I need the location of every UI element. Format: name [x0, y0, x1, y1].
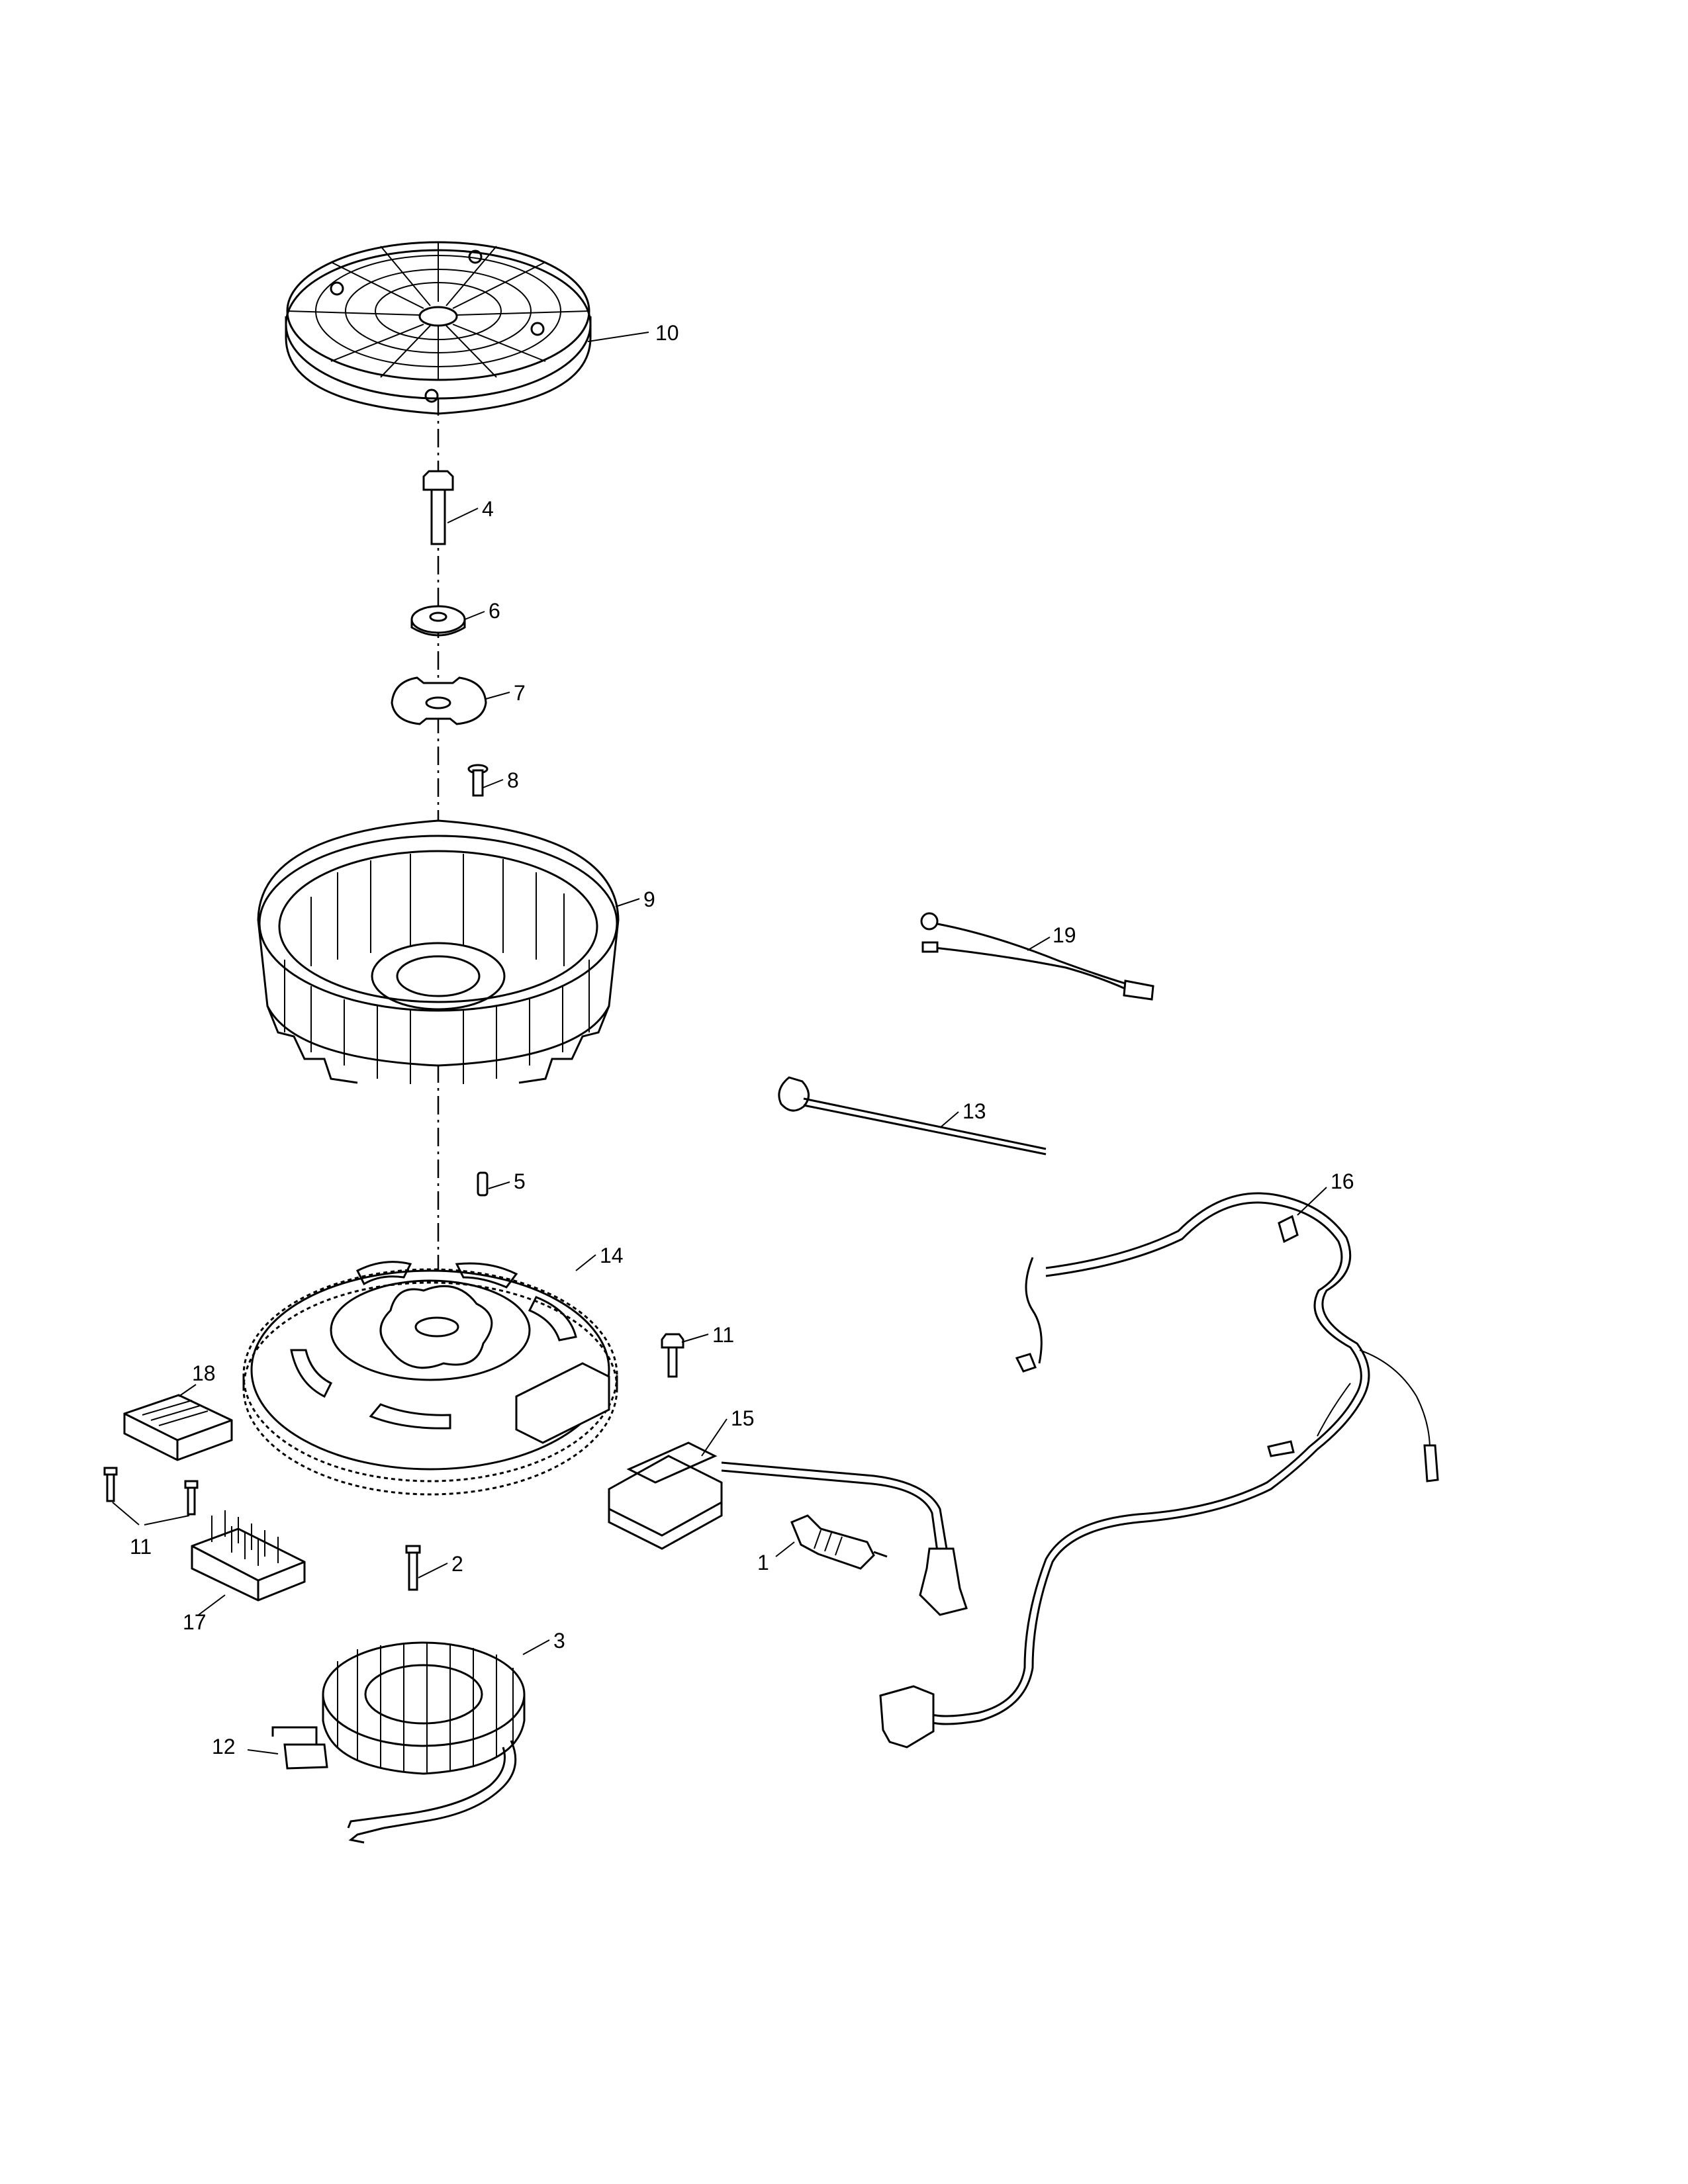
callout-12: 12 [212, 1735, 236, 1758]
part-11-screws-left [103, 1467, 199, 1516]
part-5-key [477, 1171, 489, 1197]
part-15-ignition-module [608, 1441, 968, 1616]
callout-10: 10 [655, 321, 679, 345]
part-12-clip [271, 1726, 328, 1770]
part-2-screw [405, 1545, 421, 1591]
part-9-fan [257, 819, 620, 1084]
part-16-wire-harness [879, 1192, 1439, 1749]
part-1-spark-plug [790, 1514, 888, 1570]
part-17-regulator [191, 1510, 306, 1602]
part-14-flywheel [242, 1261, 618, 1496]
callout-7: 7 [514, 681, 526, 705]
callout-17: 17 [183, 1610, 207, 1634]
callout-5: 5 [514, 1169, 526, 1193]
part-19-ground-wire [920, 912, 1154, 1001]
callout-2: 2 [451, 1552, 463, 1576]
callout-9: 9 [643, 887, 655, 911]
part-11-screw-right [661, 1333, 684, 1378]
callout-1: 1 [757, 1551, 769, 1574]
part-6-washer [410, 605, 466, 637]
part-3-stator [322, 1641, 526, 1844]
part-13-cable-tie [778, 1076, 1047, 1156]
callout-6: 6 [489, 599, 500, 623]
callout-16: 16 [1331, 1169, 1354, 1193]
callout-19: 19 [1053, 923, 1076, 947]
callout-3: 3 [553, 1629, 565, 1653]
callout-13: 13 [962, 1099, 986, 1123]
callout-18: 18 [192, 1361, 216, 1385]
part-10-screen [285, 241, 592, 415]
callout-15: 15 [731, 1406, 755, 1430]
callout-8: 8 [507, 768, 519, 792]
part-18-rectifier [123, 1394, 233, 1461]
callout-14: 14 [600, 1244, 624, 1267]
callout-4: 4 [482, 497, 494, 521]
part-7-retainer [391, 676, 487, 725]
callout-11-right: 11 [712, 1323, 734, 1347]
callout-11-left: 11 [130, 1535, 152, 1559]
part-4-bolt [422, 470, 454, 545]
part-8-screw [467, 764, 489, 797]
